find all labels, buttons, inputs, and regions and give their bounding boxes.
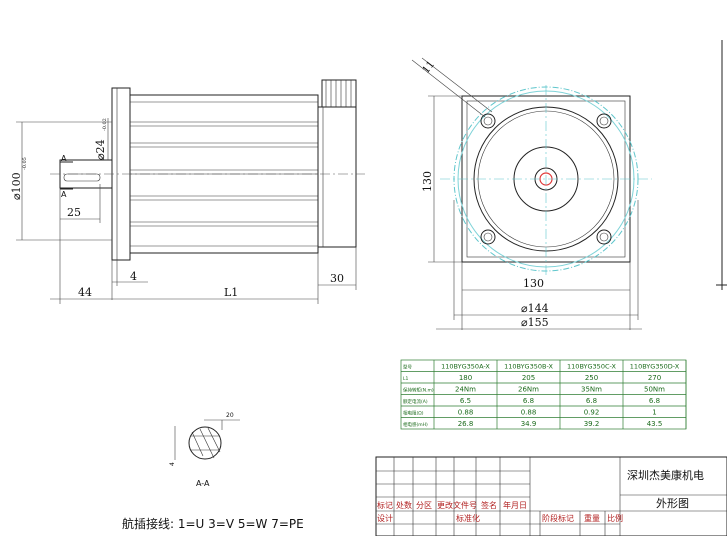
dim-pcd-inner: ⌀144	[521, 302, 549, 315]
tb-sign: 签名	[481, 500, 497, 510]
tb-stage-mark: 阶段标记	[542, 513, 574, 523]
wiring-note: 航插接线: 1=U 3=V 5=W 7=PE	[122, 516, 304, 531]
spec-cell: 110BYG350A-X	[441, 363, 490, 371]
spec-cell: 0.92	[584, 409, 600, 417]
spec-cell: 34.9	[521, 420, 537, 428]
spec-cell: 26Nm	[518, 386, 539, 394]
title-block: 标记 处数 分区 更改文件号 签名 年月日 设计 标准化 阶段标记 重量 比例 …	[375, 456, 727, 536]
dim-hole: 11	[421, 59, 438, 76]
tb-mark: 标记	[377, 500, 393, 510]
spec-cell: 0.88	[458, 409, 474, 417]
dim-shaft-diameter: ⌀24	[94, 139, 107, 160]
spec-row-label: 相电感(mH)	[403, 421, 428, 428]
dim-rear-cap: 30	[330, 272, 344, 285]
spec-row-label: 型号	[403, 364, 412, 371]
spec-cell: 205	[522, 374, 535, 382]
spec-cell: 6.5	[460, 397, 471, 405]
motor-elevation-view: ⌀100 -0.05 ⌀24 -0.02 A A 25 4 30 44 L1	[10, 79, 365, 304]
spec-cell: 24Nm	[455, 386, 476, 394]
tb-change-doc: 更改文件号	[437, 500, 477, 510]
spec-cell: 250	[585, 374, 598, 382]
tb-company: 深圳杰美康机电	[627, 468, 704, 482]
spec-cell: 26.8	[458, 420, 474, 428]
mount-hole	[596, 229, 612, 245]
spec-cell: 1	[652, 409, 656, 417]
tb-drawing-name: 外形图	[656, 497, 689, 510]
dim-key-length: 25	[67, 206, 81, 219]
spec-cell: 6.8	[523, 397, 534, 405]
dim-shaft-length: 44	[78, 286, 92, 299]
tb-standardize: 标准化	[456, 513, 480, 523]
section-view: 20 4 A-A	[169, 412, 240, 488]
section-mark-top: A	[61, 154, 67, 163]
spec-cell: 6.8	[586, 397, 597, 405]
spec-cell: 50Nm	[644, 386, 665, 394]
tb-design: 设计	[377, 513, 393, 523]
section-label: A-A	[196, 479, 210, 488]
dim-width: 130	[523, 277, 544, 290]
spec-cell: 35Nm	[581, 386, 602, 394]
motor-end-view: 11 130 130 ⌀144 ⌀155	[411, 57, 652, 330]
dim-shaft-tol: -0.02	[102, 118, 108, 131]
mount-hole	[480, 229, 496, 245]
mount-hole	[596, 113, 612, 129]
tb-date: 年月日	[503, 500, 527, 510]
tb-count: 处数	[396, 500, 412, 510]
tb-weight: 重量	[584, 513, 600, 523]
spec-cell: 180	[459, 374, 472, 382]
section-circle	[188, 426, 222, 460]
dim-outer-diameter-tol: -0.05	[22, 157, 28, 170]
dim-height: 130	[421, 171, 434, 192]
dim-flange-thickness: 4	[130, 270, 137, 283]
spec-cell: 6.8	[649, 397, 660, 405]
dim-body-length: L1	[224, 286, 238, 299]
shaft-keyway	[63, 173, 101, 182]
spec-cell: 39.2	[584, 420, 600, 428]
spec-row-label: 相电阻(Ω)	[403, 410, 424, 417]
spec-cell: 110BYG350B-X	[504, 363, 553, 371]
spec-cell: 110BYG350D-X	[630, 363, 680, 371]
spec-cell: 43.5	[647, 420, 663, 428]
dim-pcd-outer: ⌀155	[521, 316, 549, 329]
aviation-connector	[321, 79, 357, 108]
spec-row-label: 额定电流(A)	[403, 398, 428, 405]
section-dim-side: 4	[169, 462, 176, 466]
spec-cell: 270	[648, 374, 661, 382]
rear-end-cap	[317, 106, 357, 248]
dim-outer-diameter: ⌀100	[10, 172, 23, 200]
spec-cell: 110BYG350C-X	[567, 363, 616, 371]
spec-row-label: L1	[403, 376, 409, 382]
spec-cell: 0.88	[521, 409, 537, 417]
tb-ratio: 比例	[607, 513, 623, 523]
mount-hole	[480, 113, 496, 129]
tb-zone: 分区	[416, 501, 432, 510]
section-dim-top: 20	[226, 412, 234, 419]
section-mark-bottom: A	[61, 190, 67, 199]
spec-row-label: 保持转矩(N.m)	[403, 387, 434, 394]
